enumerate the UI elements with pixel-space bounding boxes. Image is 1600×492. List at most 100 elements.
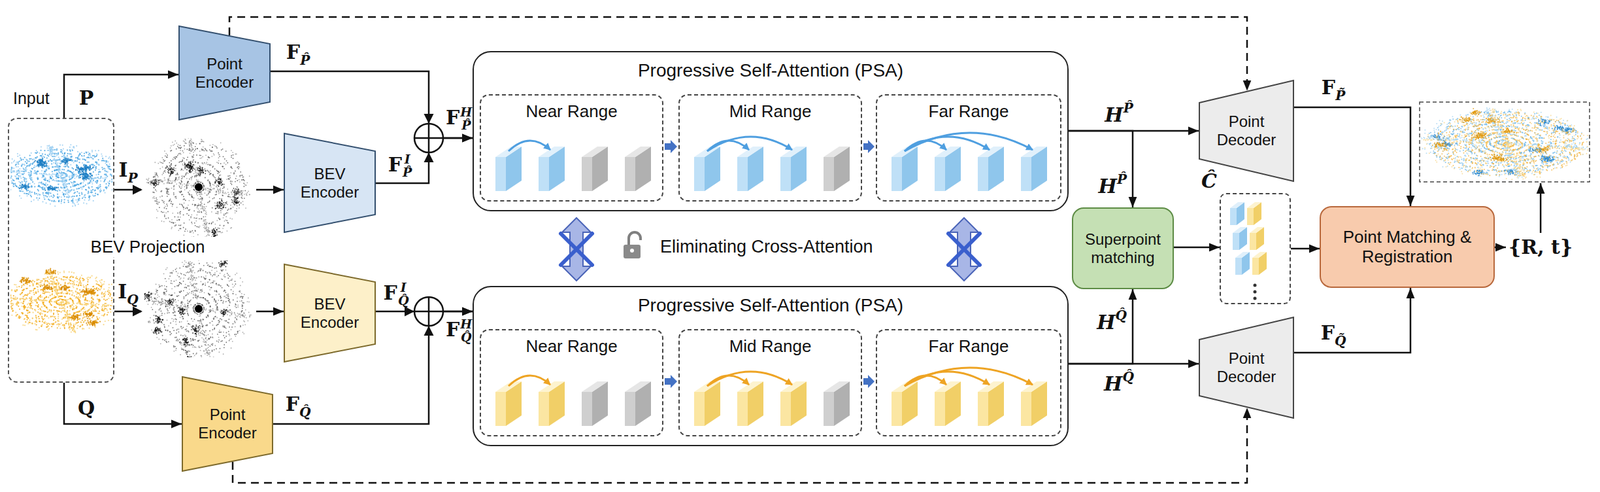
point <box>111 175 113 177</box>
point <box>78 192 80 194</box>
point <box>51 290 53 293</box>
point <box>23 185 25 187</box>
point <box>19 156 21 159</box>
point <box>80 308 82 310</box>
point <box>56 195 59 197</box>
point <box>35 171 38 174</box>
point <box>61 149 63 151</box>
point <box>92 188 95 191</box>
point <box>91 174 93 176</box>
point <box>64 175 67 178</box>
point <box>45 165 48 167</box>
point <box>69 164 72 166</box>
point <box>95 177 97 179</box>
point <box>50 173 52 176</box>
point <box>33 160 36 163</box>
point <box>81 167 83 169</box>
point <box>86 161 89 163</box>
point <box>105 183 107 185</box>
point <box>53 305 55 308</box>
point <box>88 186 90 188</box>
point <box>32 167 34 170</box>
point <box>68 179 70 181</box>
point <box>41 155 43 157</box>
point <box>71 175 73 177</box>
point <box>46 315 48 317</box>
point <box>98 184 100 187</box>
point <box>62 144 64 146</box>
point <box>53 153 55 155</box>
point <box>98 189 100 191</box>
point <box>57 176 59 178</box>
point <box>81 188 83 190</box>
point <box>83 196 85 198</box>
point <box>58 162 61 165</box>
point <box>83 299 85 301</box>
point <box>45 296 48 298</box>
point <box>51 152 53 155</box>
point <box>79 168 81 170</box>
point <box>29 290 31 292</box>
point <box>24 294 27 296</box>
point <box>76 169 78 171</box>
point <box>18 194 21 197</box>
point <box>60 175 62 177</box>
point <box>62 184 65 187</box>
point <box>96 162 98 165</box>
point <box>86 166 89 168</box>
point <box>101 159 103 161</box>
point <box>79 158 81 161</box>
point <box>23 180 25 182</box>
point <box>87 192 89 194</box>
point <box>32 158 34 161</box>
point <box>34 287 36 289</box>
point <box>24 183 26 185</box>
point <box>77 171 80 174</box>
point <box>85 170 87 172</box>
point <box>58 180 60 182</box>
point <box>58 167 61 169</box>
point <box>64 157 67 159</box>
point <box>50 177 52 179</box>
point <box>44 153 46 155</box>
point <box>39 313 42 316</box>
point <box>39 194 41 196</box>
point <box>56 303 59 305</box>
point <box>109 158 112 160</box>
point <box>10 188 12 190</box>
point <box>51 315 53 317</box>
point <box>72 146 74 148</box>
point <box>60 160 63 163</box>
point <box>22 186 25 188</box>
point <box>24 182 27 184</box>
point <box>55 175 57 177</box>
point <box>20 197 22 199</box>
point <box>45 179 47 181</box>
point <box>71 205 74 207</box>
point <box>60 303 62 306</box>
point <box>64 178 67 180</box>
point <box>13 160 15 163</box>
point <box>64 166 66 168</box>
point <box>105 174 107 176</box>
point <box>18 175 21 178</box>
point <box>43 198 46 200</box>
point <box>73 182 75 184</box>
point <box>101 168 104 170</box>
point <box>67 282 69 284</box>
point <box>38 295 40 297</box>
point <box>54 317 57 319</box>
point <box>49 153 51 155</box>
point <box>58 179 60 182</box>
point <box>56 309 59 312</box>
point <box>67 152 69 155</box>
point <box>85 173 87 175</box>
point <box>65 184 67 187</box>
point <box>94 309 96 312</box>
point <box>58 188 60 190</box>
point <box>79 176 82 178</box>
point <box>42 192 44 194</box>
point <box>37 296 39 299</box>
point <box>83 286 85 288</box>
point <box>100 175 102 178</box>
